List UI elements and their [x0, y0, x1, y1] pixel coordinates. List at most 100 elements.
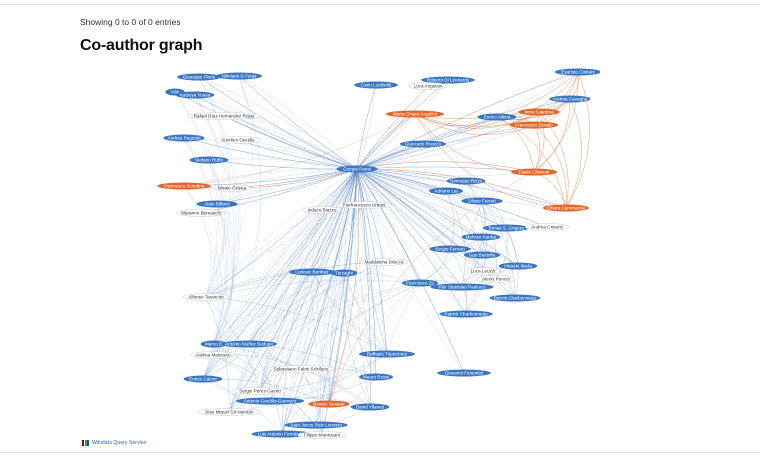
author-node[interactable]: Filippo Mantovani [297, 431, 347, 439]
author-node-shape [439, 310, 493, 318]
author-node[interactable]: Chiara Cammarota [542, 204, 590, 212]
coauthor-edge [281, 209, 323, 435]
author-node[interactable]: Francesco Sciortino [157, 182, 211, 190]
author-node[interactable]: Evaristo Cisbani [554, 68, 600, 76]
author-label: David Yllanes [356, 405, 385, 410]
author-node[interactable]: Francesco Zo [401, 279, 439, 287]
author-node[interactable]: David Yllanes [350, 403, 390, 411]
coauthor-edge [205, 168, 358, 298]
author-node[interactable]: Adriano Lai [429, 187, 463, 195]
coauthor-edge [223, 115, 358, 170]
author-node-shape [498, 262, 538, 270]
coauthor-edge [356, 166, 535, 173]
coauthor-edge [248, 343, 330, 405]
author-node-shape [359, 350, 415, 358]
author-node[interactable]: Irene Giardina [518, 108, 560, 116]
author-node[interactable]: Stefano Ruffo [189, 156, 229, 164]
coauthor-edge [356, 168, 465, 374]
coauthor-edge [194, 94, 237, 345]
author-label: Tommaso Rizzo [450, 179, 483, 184]
author-node[interactable]: Tommaso Rizzo [446, 177, 486, 185]
author-node[interactable]: Hisashi Ikeda [498, 262, 538, 270]
coauthor-edge [259, 168, 358, 392]
author-node[interactable]: Enrico Alleva [477, 113, 517, 121]
author-node[interactable]: Tomas S. Grigera [482, 224, 530, 232]
author-label: Hisashi Ikeda [504, 264, 532, 269]
coauthor-edge [183, 168, 358, 187]
author-node[interactable]: Raffaele Tripiccione [359, 350, 415, 358]
author-node[interactable]: Andrea Pagnani [163, 134, 205, 142]
author-node[interactable]: Enrico Calore [183, 375, 223, 383]
author-node[interactable]: Carlo Lucibello [354, 81, 398, 89]
coauthor-edge [311, 271, 330, 405]
coauthor-edge [356, 168, 516, 299]
author-node[interactable]: Aurélien Decelle [214, 136, 262, 144]
author-node[interactable]: Massimo Bernaschi [176, 209, 226, 217]
coauthor-edge [213, 203, 234, 345]
author-node[interactable]: Giancarlo Ruocco [399, 140, 447, 148]
coauthor-edge [174, 91, 358, 170]
author-node[interactable]: Sergio Perez-Gaviro [232, 387, 288, 395]
author-node[interactable]: Ulisse Ferrari [461, 197, 503, 205]
author-label: Antonio Muñoz Sudupe [225, 342, 273, 347]
author-node[interactable]: Giovanni Fiorentini [437, 369, 491, 377]
author-node[interactable]: Maddalena Dilucca [359, 258, 409, 266]
author-node[interactable]: Luca Leuzzi [465, 267, 501, 275]
author-node[interactable]: Roberto Di Leonardo [421, 76, 475, 84]
author-node[interactable]: Mauro Rossi [359, 373, 393, 381]
author-node[interactable]: Pierfrancesco Urbani [335, 201, 393, 209]
author-node[interactable]: Benoit Charbonneau [489, 294, 541, 302]
coauthor-edge [505, 227, 519, 299]
author-node[interactable]: Alexis Poncet [476, 275, 516, 283]
author-label: Luis Antonio Fernández [258, 432, 307, 437]
coauthor-edge [343, 272, 388, 355]
author-node[interactable]: Mehran Kardar [461, 233, 501, 241]
author-label: Mauro Rossi [363, 375, 389, 380]
author-node[interactable]: Antonio Gordillo-Guerrero [235, 397, 305, 405]
author-node[interactable]: Alain Billoire [196, 200, 238, 208]
author-node[interactable]: Andrea Cavagna [549, 95, 591, 103]
author-node[interactable]: Jose Miguel Gil-Narvión [197, 408, 261, 416]
author-node[interactable]: Alfonso Tarancón [182, 293, 230, 301]
author-node-shape [477, 113, 517, 121]
author-label: Enrico Alleva [484, 115, 511, 120]
author-node[interactable]: Luca Angelani [408, 82, 448, 90]
author-node[interactable]: Sergio Ferraro [429, 245, 471, 253]
coauthor-edge [449, 248, 468, 315]
author-node[interactable]: Andrea Crisanti [524, 223, 570, 231]
author-node[interactable]: Katsuya Yuasa [175, 91, 215, 99]
coauthor-edge [259, 204, 365, 392]
author-node[interactable]: Tarzaghi [330, 269, 358, 277]
author-node[interactable]: Antonio Muñoz Sudupe [221, 340, 277, 348]
coauthor-edge [259, 271, 313, 392]
coauthor-edge [311, 168, 358, 273]
author-node[interactable]: Flavia Chiarotti [510, 168, 558, 176]
author-node[interactable]: Marco Bi [200, 340, 228, 348]
author-label: Francesca Zoratto [515, 123, 553, 128]
coauthor-edge [356, 84, 377, 170]
author-node[interactable]: Misaki Ozawa [213, 184, 251, 192]
author-label: Tomas S. Grigera [488, 226, 524, 231]
author-node[interactable]: Beatriz Seoane [308, 400, 350, 408]
coauthor-edge [356, 168, 467, 315]
author-node[interactable]: Andrea Maiorano [190, 351, 236, 359]
author-node[interactable]: Pier Stanislao Paolucci [430, 283, 494, 291]
author-node[interactable]: Francesca Zoratto [509, 121, 559, 129]
author-node[interactable]: Maria Chiara Angelini [385, 110, 445, 118]
author-node[interactable]: Giorgio Parisi [336, 165, 378, 173]
author-node[interactable]: Nikolaos G Fytas [215, 72, 263, 80]
author-node[interactable]: Ugo Bastolla [463, 251, 501, 259]
author-node-shape [297, 431, 347, 439]
author-node[interactable]: Ludovic Berthier [288, 268, 336, 276]
author-node[interactable]: Indaco Biazzo [302, 206, 342, 214]
coauthor-edge [223, 115, 358, 170]
wikidata-query-service-link[interactable]: Wikidata Query Service [92, 440, 147, 446]
author-node[interactable]: Sebastiano Fabio Schifano [266, 365, 336, 373]
author-node[interactable]: Patrick Charbonneau [439, 310, 493, 318]
author-node[interactable]: Juan Jesus Ruiz-Lorenzo [284, 421, 348, 429]
author-node[interactable]: Rafael Díaz Hernández Rojas [187, 112, 261, 120]
author-node[interactable]: Luis Antonio Fernández [251, 430, 313, 438]
author-node[interactable]: Giuseppe Florio [177, 73, 221, 81]
